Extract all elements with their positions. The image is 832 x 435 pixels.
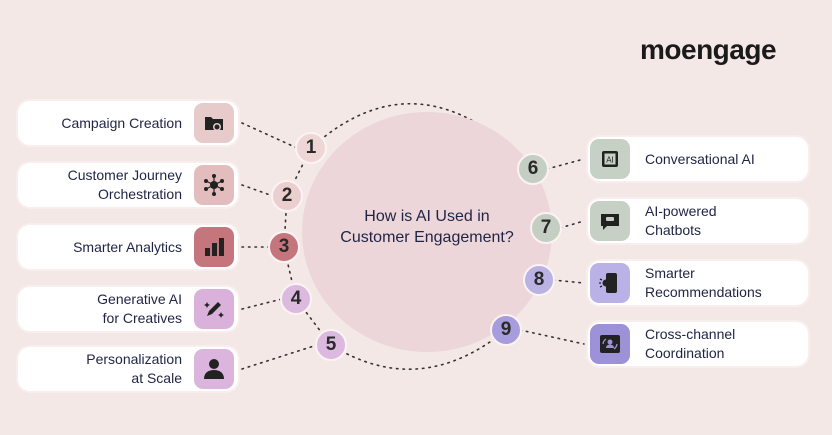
- feature-label: Conversational AI: [645, 150, 755, 167]
- step-number-4: 4: [280, 283, 312, 315]
- connector-7: [559, 220, 585, 229]
- dotted-ring: [283, 103, 547, 370]
- feature-card-1: Campaign Creation: [18, 101, 238, 145]
- step-number-3: 3: [268, 231, 300, 263]
- connector-8: [552, 279, 585, 284]
- connector-4: [241, 298, 283, 310]
- step-number-9: 9: [490, 314, 522, 346]
- ai-chip-icon: AI: [590, 139, 630, 179]
- feature-card-3: Smarter Analytics: [18, 225, 238, 269]
- step-number-2: 2: [271, 180, 303, 212]
- network-icon: [194, 165, 234, 205]
- center-circle: [302, 112, 552, 352]
- step-number-5: 5: [315, 329, 347, 361]
- moengage-logo: moengage: [640, 34, 777, 65]
- step-number-7: 7: [530, 212, 562, 244]
- connector-5: [241, 344, 318, 370]
- feature-label: Smarter Analytics: [73, 238, 182, 255]
- step-number-6: 6: [517, 153, 549, 185]
- chat-bubble-icon: [590, 201, 630, 241]
- folder-gear-icon: [194, 103, 234, 143]
- connector-1: [241, 122, 298, 149]
- feature-card-6: Conversational AI AI: [588, 137, 808, 181]
- step-number-1: 1: [295, 132, 327, 164]
- connector-6: [546, 158, 585, 170]
- connector-9: [519, 329, 585, 345]
- feature-label: Campaign Creation: [61, 114, 182, 131]
- connector-2: [241, 184, 274, 197]
- sync-user-icon: [590, 324, 630, 364]
- svg-text:AI: AI: [606, 156, 614, 165]
- center-title: How is AI Used in Customer Engagement?: [340, 208, 514, 246]
- bar-chart-icon: [194, 227, 234, 267]
- phone-notification-icon: [590, 263, 630, 303]
- person-icon: [194, 349, 234, 389]
- step-number-8: 8: [523, 264, 555, 296]
- magic-pen-icon: [194, 289, 234, 329]
